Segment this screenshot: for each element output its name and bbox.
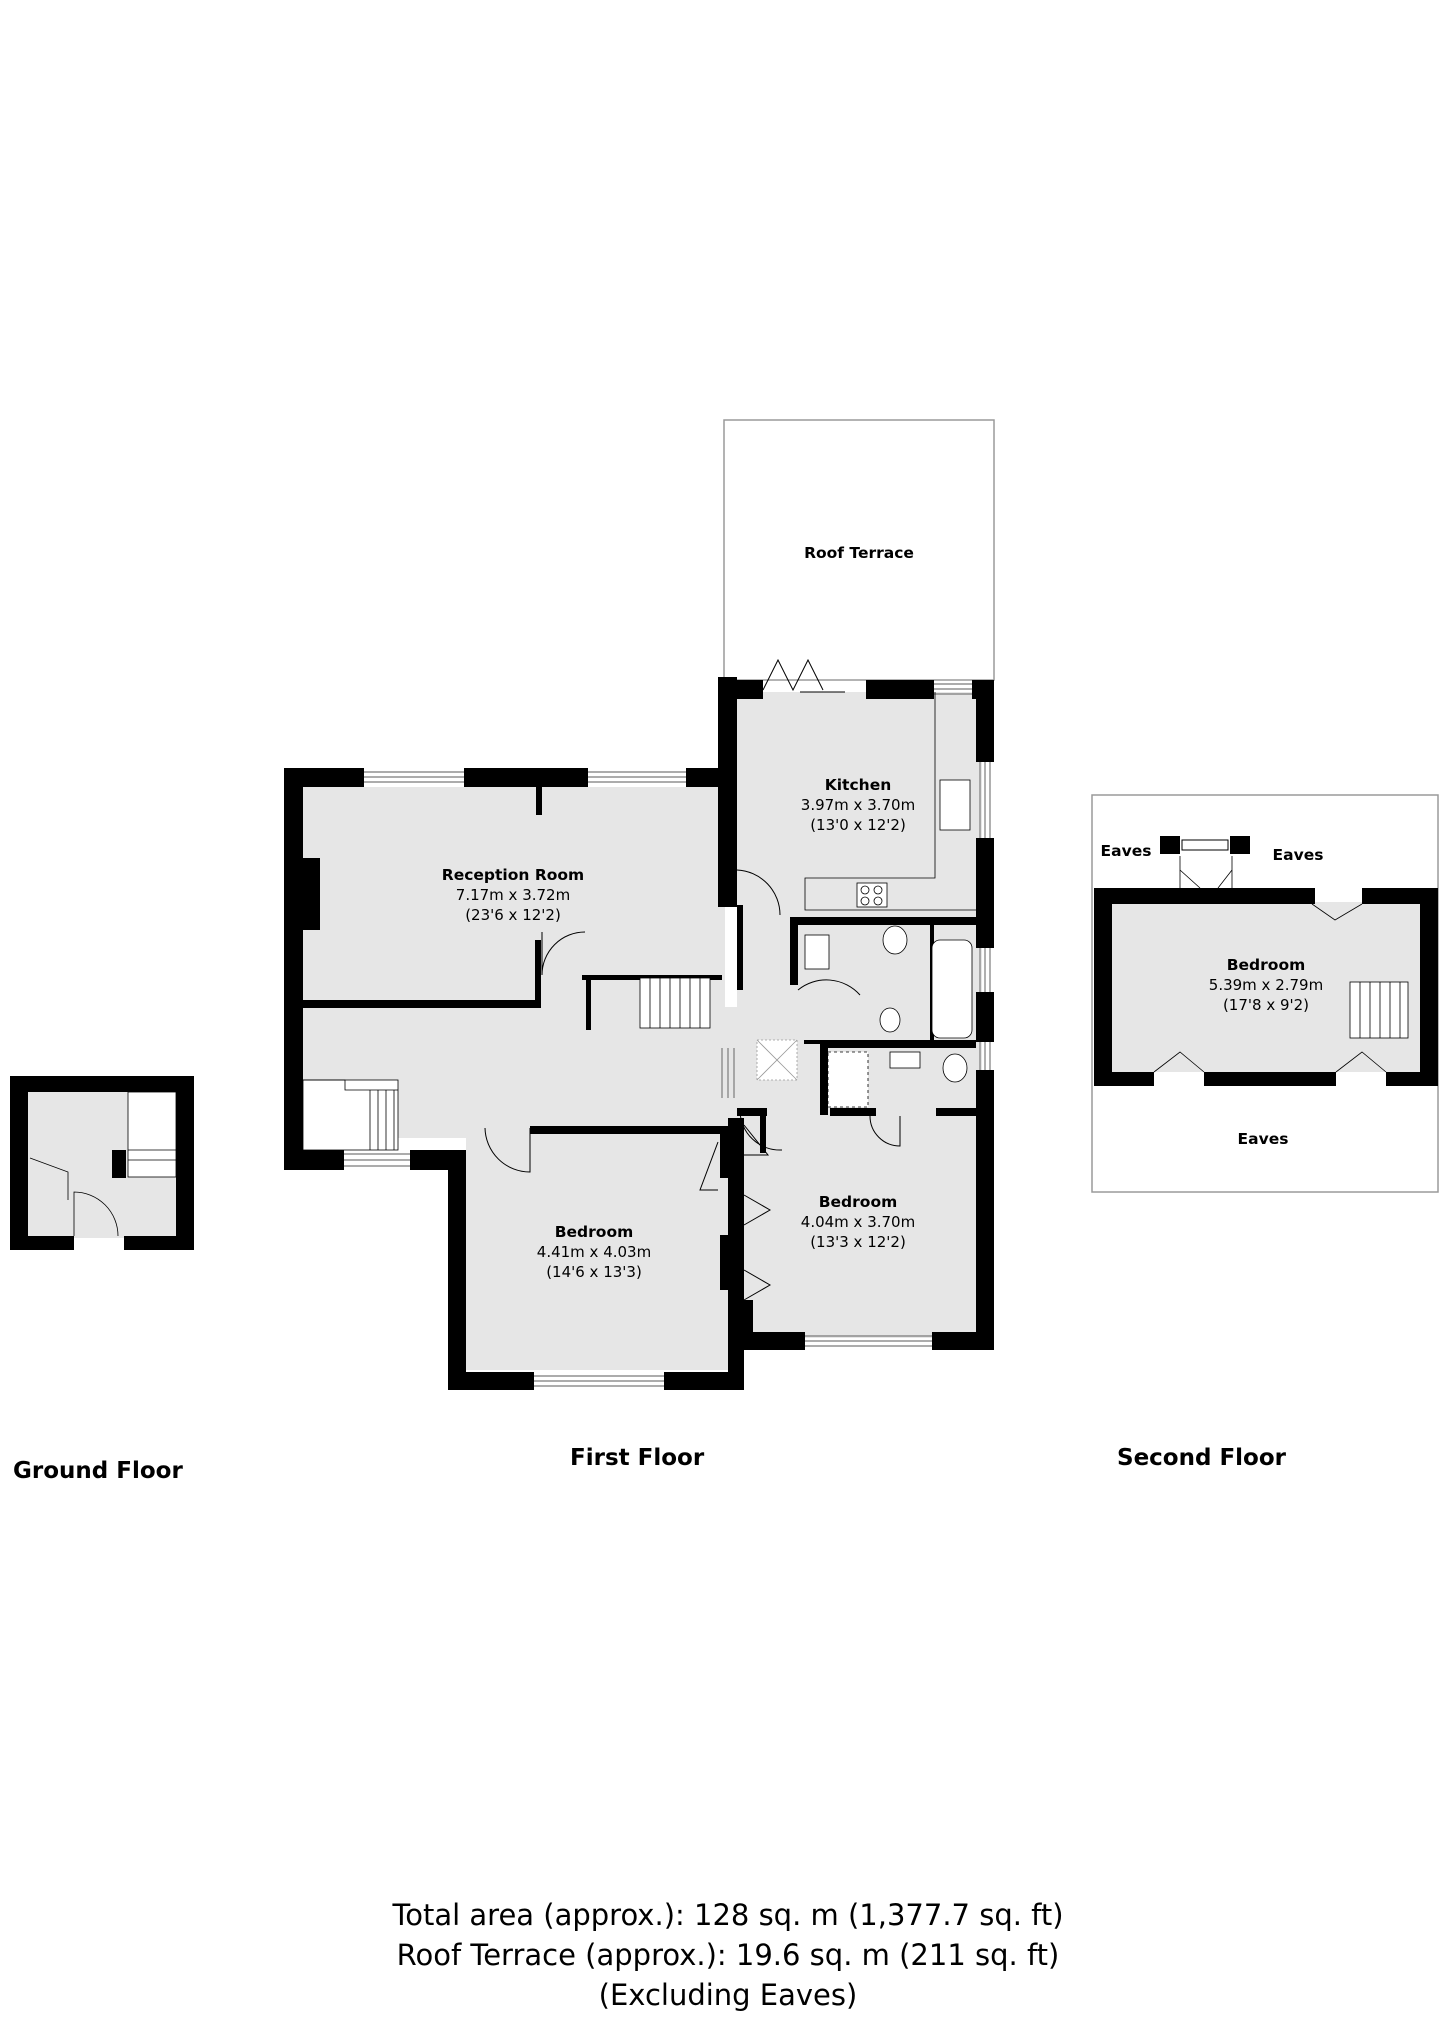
room-dimensions-bedroom-first-left-metric: 4.41m x 4.03m	[537, 1243, 651, 1261]
first-floor-walls	[284, 677, 994, 1390]
room-labels: Roof Terrace Kitchen 3.97m x 3.70m (13'0…	[442, 544, 1324, 1281]
room-dimensions-bedroom-second-metric: 5.39m x 2.79m	[1209, 976, 1323, 994]
room-dimensions-reception-metric: 7.17m x 3.72m	[456, 886, 570, 904]
room-name-eaves-right: Eaves	[1273, 846, 1324, 864]
room-name-reception: Reception Room	[442, 866, 584, 884]
first-floor-plan	[284, 419, 995, 1390]
bifold-door	[762, 658, 845, 693]
room-name-eaves-bottom: Eaves	[1238, 1130, 1289, 1148]
excluding-eaves-text: (Excluding Eaves)	[598, 1978, 858, 2012]
second-floor-plan	[1091, 794, 1439, 1193]
floor-label-second: Second Floor	[1117, 1445, 1286, 1471]
room-dimensions-bedroom-first-right-metric: 4.04m x 3.70m	[801, 1213, 915, 1231]
room-dimensions-bedroom-first-left-imperial: (14'6 x 13'3)	[546, 1263, 642, 1281]
ground-floor-plan	[10, 1076, 194, 1250]
floor-label-ground: Ground Floor	[13, 1458, 183, 1484]
room-name-bedroom-first-left: Bedroom	[555, 1223, 634, 1241]
area-summary: Total area (approx.): 128 sq. m (1,377.7…	[0, 1895, 1456, 2015]
room-dimensions-kitchen-metric: 3.97m x 3.70m	[801, 796, 915, 814]
roof-terrace-area-text: Roof Terrace (approx.): 19.6 sq. m (211 …	[396, 1938, 1060, 1972]
room-name-eaves-left: Eaves	[1101, 842, 1152, 860]
windows	[344, 683, 991, 1387]
floor-label-first: First Floor	[570, 1445, 705, 1471]
total-area-text: Total area (approx.): 128 sq. m (1,377.7…	[392, 1898, 1064, 1932]
kitchen-units	[804, 692, 976, 911]
room-dimensions-bedroom-second-imperial: (17'8 x 9'2)	[1223, 996, 1309, 1014]
room-dimensions-bedroom-first-right-imperial: (13'3 x 12'2)	[810, 1233, 906, 1251]
door-swings	[484, 869, 901, 1301]
stairs	[302, 977, 711, 1151]
room-name-bedroom-first-right: Bedroom	[819, 1193, 898, 1211]
bathroom-fixtures	[756, 925, 973, 1108]
room-name-roof-terrace: Roof Terrace	[804, 544, 914, 562]
roof-terrace-area	[723, 419, 995, 681]
room-name-bedroom-second: Bedroom	[1227, 956, 1306, 974]
room-name-kitchen: Kitchen	[825, 776, 892, 794]
room-dimensions-reception-imperial: (23'6 x 12'2)	[465, 906, 561, 924]
room-dimensions-kitchen-imperial: (13'0 x 12'2)	[810, 816, 906, 834]
